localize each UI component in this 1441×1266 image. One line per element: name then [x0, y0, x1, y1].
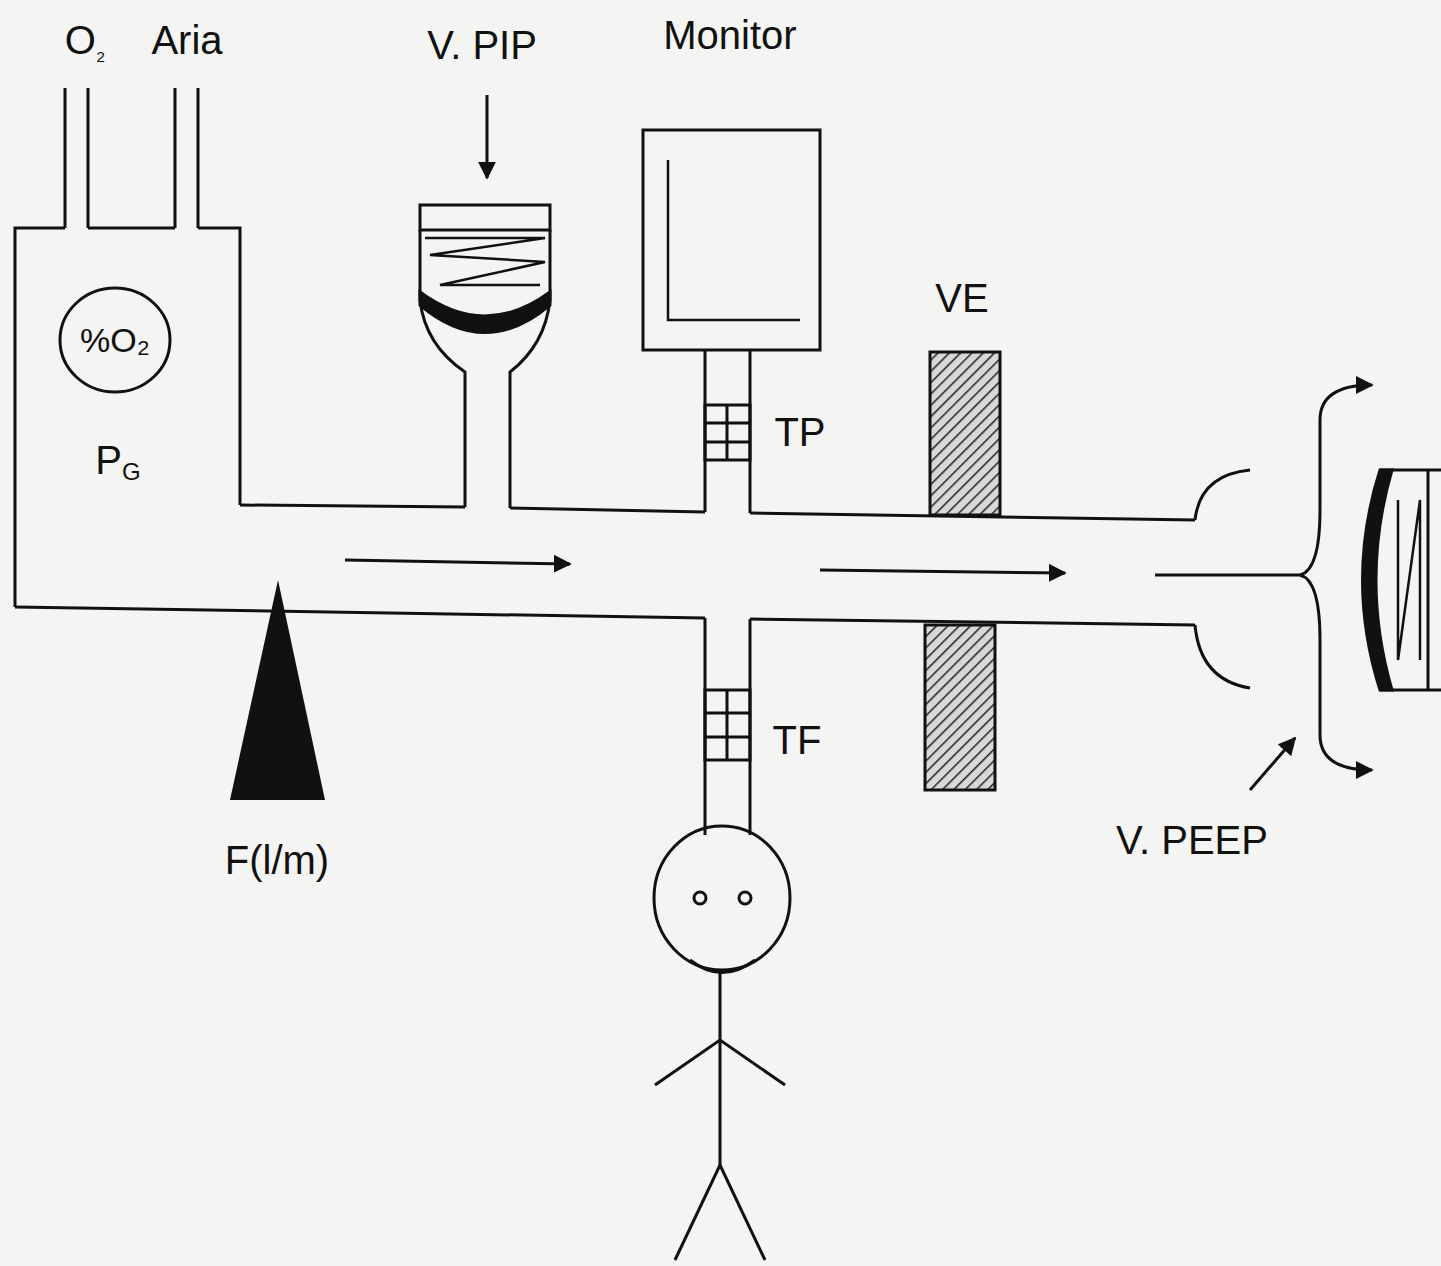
part-label: O₂: [65, 20, 105, 64]
part-label: TP: [774, 412, 825, 452]
part-label: PG: [95, 440, 140, 484]
node-label: Monitor: [663, 15, 796, 55]
part-label: TF: [773, 720, 822, 760]
part-label: V. PEEP: [1116, 820, 1268, 860]
part-label: Aria: [151, 20, 222, 60]
part-label: VE: [935, 278, 988, 318]
subscript: ₂: [96, 38, 105, 65]
monitor-box: Monitor: [630, 15, 830, 75]
node-label: %O₂: [80, 323, 150, 357]
part-label: V. PIP: [427, 25, 537, 65]
oxygen-circle: %O₂: [60, 288, 170, 392]
part-label: F(l/m): [225, 840, 329, 880]
subscript: G: [122, 458, 141, 485]
